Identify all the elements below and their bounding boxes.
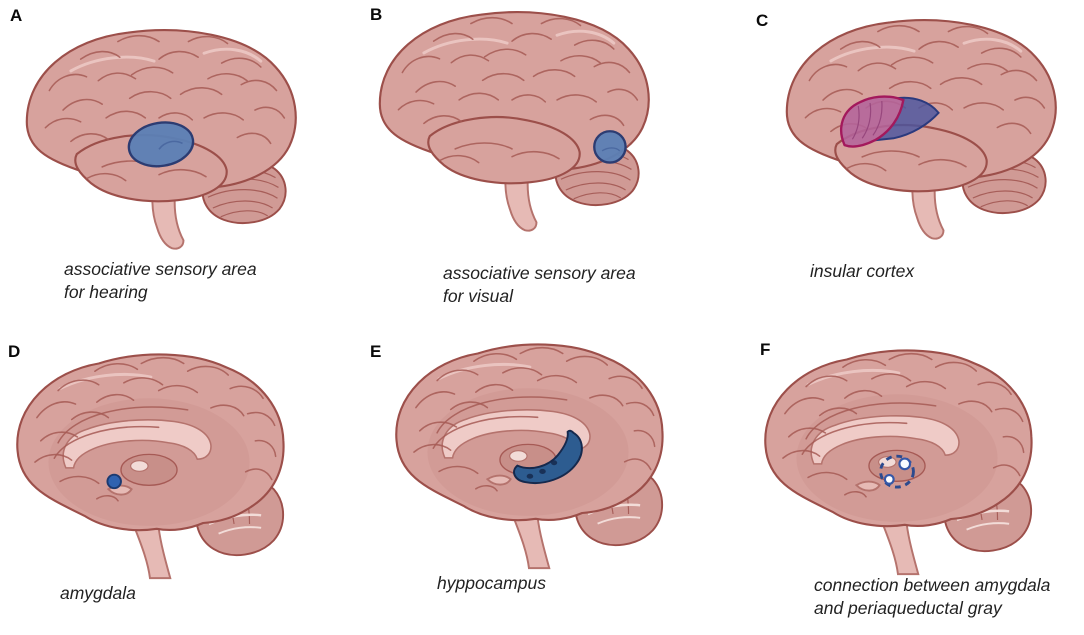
auditory-area-highlight bbox=[127, 121, 195, 168]
panel-caption-f: connection between amygdala and periaque… bbox=[814, 575, 1051, 618]
panel-letter-b: B bbox=[370, 5, 383, 24]
panel-letter-c: C bbox=[756, 11, 769, 30]
panel-b: B associative sensory area for visual bbox=[361, 0, 722, 318]
panel-caption-e: hyppocampus bbox=[437, 573, 546, 593]
panel-caption-c: insular cortex bbox=[810, 261, 915, 281]
panel-f: F connection between amygdala and periaq… bbox=[722, 318, 1084, 635]
panel-letter-a: A bbox=[10, 6, 23, 25]
brain-lateral-hearing-illustration bbox=[25, 28, 298, 251]
brain-sagittal-connection-illustration bbox=[763, 348, 1034, 576]
visual-area-highlight bbox=[593, 130, 627, 164]
amygdala-dot bbox=[883, 473, 895, 485]
hippocampus-highlight bbox=[513, 429, 583, 484]
periaqueductal-gray-dot bbox=[898, 457, 912, 471]
panel-c: C insular cortex bbox=[722, 0, 1084, 318]
panel-letter-f: F bbox=[760, 340, 771, 359]
brain-sagittal-amygdala-illustration bbox=[15, 352, 286, 580]
panel-e: E hyppocampus bbox=[361, 318, 722, 635]
panel-caption-d: amygdala bbox=[60, 583, 136, 603]
panel-letter-e: E bbox=[370, 342, 382, 361]
connection-dashed-circle bbox=[879, 454, 915, 489]
panel-d: D amygdala bbox=[0, 318, 361, 635]
panel-caption-b: associative sensory area for visual bbox=[443, 263, 636, 306]
brain-lateral-visual-illustration bbox=[378, 10, 651, 233]
brain-sagittal-hippocampus-illustration bbox=[394, 342, 665, 570]
insula-anterior-highlight bbox=[840, 95, 905, 148]
amygdala-highlight bbox=[106, 473, 122, 490]
panel-a: A associative sensory area for hearing bbox=[0, 0, 361, 318]
panel-letter-d: D bbox=[8, 342, 21, 361]
brain-lateral-insula-illustration bbox=[785, 18, 1058, 241]
panel-caption-a: associative sensory area for hearing bbox=[64, 259, 257, 302]
